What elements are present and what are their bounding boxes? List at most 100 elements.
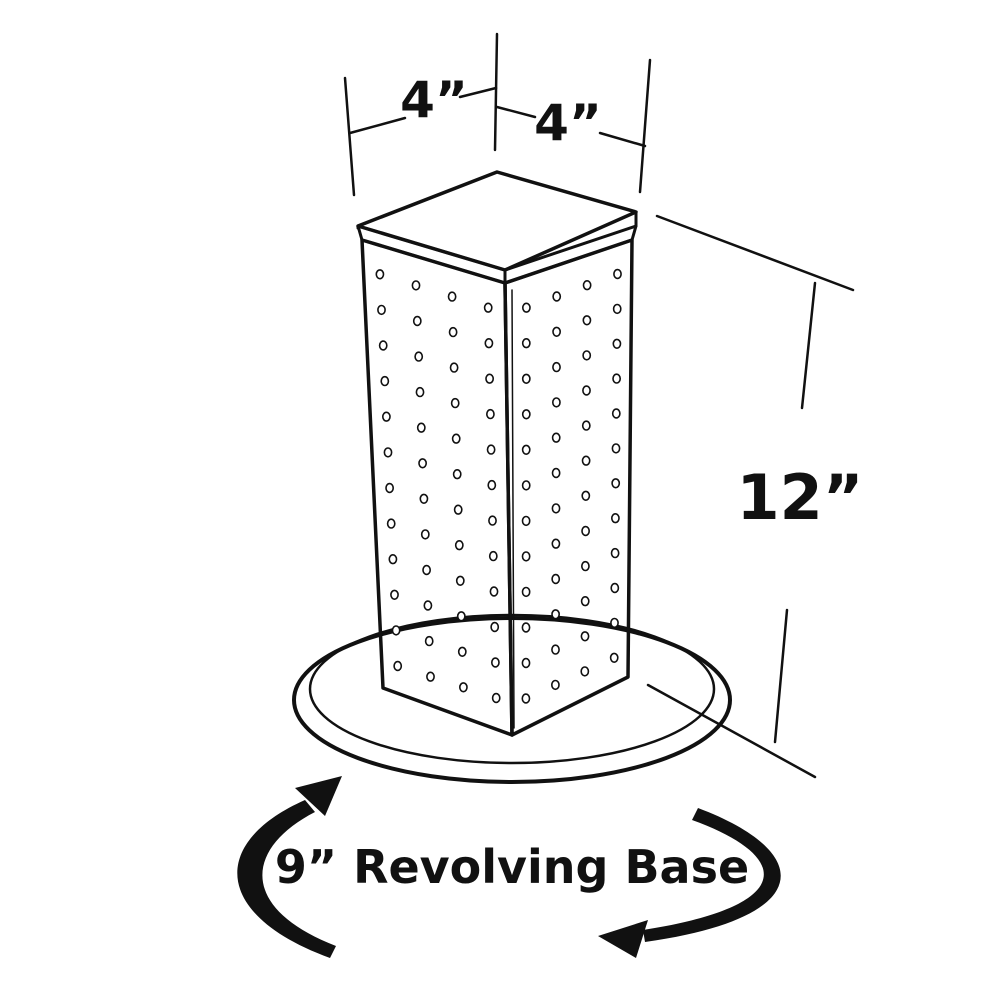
peg-hole [581,455,591,466]
peg-hole [447,291,457,302]
peg-hole [612,338,622,349]
peg-hole [422,564,431,576]
peg-hole [581,490,591,501]
peg-hole [454,539,464,551]
peg-hole [455,575,465,586]
revolving-base [292,613,732,784]
peg-hole [521,515,531,527]
peg-hole [490,621,500,633]
peg-hole [416,422,426,433]
peg-hole [551,467,561,479]
height-dimension: 12” [646,214,864,779]
peg-hole [581,525,590,537]
peg-hole [414,351,424,362]
peg-hole [611,512,620,524]
peg-hole [522,302,531,313]
peg-hole [412,315,422,327]
peg-hole [551,503,561,514]
peg-hole [391,625,401,636]
peg-hole [521,444,531,455]
peg-hole [420,529,430,540]
peg-hole [411,280,421,291]
peg-hole [386,518,396,529]
peg-hole [521,480,531,491]
peg-hole [551,573,561,585]
peg-hole [484,338,494,349]
peg-hole [419,493,429,504]
peg-hole [487,479,497,491]
peg-hole [580,595,590,607]
peg-hole [521,551,531,562]
peg-hole [385,482,394,494]
peg-hole [580,666,590,677]
rotation-arrow-left-icon [237,800,336,958]
peg-hole [552,326,561,337]
peg-hole [377,304,386,316]
rotation-arrow-right-icon [643,808,781,942]
peg-hole [610,617,619,629]
peg-hole [521,409,531,420]
peg-hole [551,679,560,691]
peg-hole [388,553,398,565]
right-face-peg-holes [521,268,622,704]
peg-hole [551,432,561,443]
peg-hole [521,622,531,633]
width-left-label: 4” [400,71,468,129]
peg-hole [613,268,622,280]
peg-hole [581,560,590,572]
peg-hole [582,385,591,396]
peg-hole [448,326,458,338]
peg-hole [491,692,501,704]
peg-hole [418,458,427,469]
peg-hole [551,644,560,655]
peg-hole [375,269,385,280]
peg-hole [489,586,499,597]
peg-hole [521,338,531,349]
peg-hole [521,657,531,669]
peg-hole [552,397,561,408]
peg-hole [450,397,460,409]
peg-hole [449,362,459,373]
peg-hole [415,386,425,398]
peg-hole [552,361,561,373]
peg-hole [582,350,592,361]
peg-hole [580,631,590,642]
left-face-peg-holes [375,269,501,704]
peg-hole [488,550,498,562]
peg-hole [452,469,462,480]
peg-hole [453,504,463,515]
peg-hole [581,420,591,431]
peg-hole [423,600,433,611]
peg-hole [551,538,561,549]
peg-hole [552,291,562,302]
tower-top-cap [356,170,638,272]
pegboard-tower [356,170,638,737]
width-right-label: 4” [534,94,602,152]
peg-hole [485,373,494,384]
peg-hole [458,682,468,693]
base-caption: 9” Revolving Base [275,840,749,894]
peg-hole [456,611,466,622]
peg-hole [457,646,467,657]
peg-hole [486,444,496,455]
peg-hole [485,408,495,420]
rotation-arrows [237,776,781,958]
peg-hole [610,547,620,559]
peg-hole [451,433,461,444]
peg-hole [521,586,531,598]
height-label: 12” [736,461,863,534]
peg-hole [521,373,531,384]
width-dimension: 4” 4” [343,32,652,197]
peg-hole [611,443,621,454]
peg-hole [381,411,391,422]
peg-hole [582,315,592,326]
peg-hole [426,671,435,682]
peg-hole [611,408,621,419]
peg-hole [483,302,493,313]
peg-hole [390,589,399,600]
peg-hole [383,447,393,458]
peg-hole [611,478,621,489]
peg-hole [488,515,497,526]
peg-hole [380,375,390,387]
